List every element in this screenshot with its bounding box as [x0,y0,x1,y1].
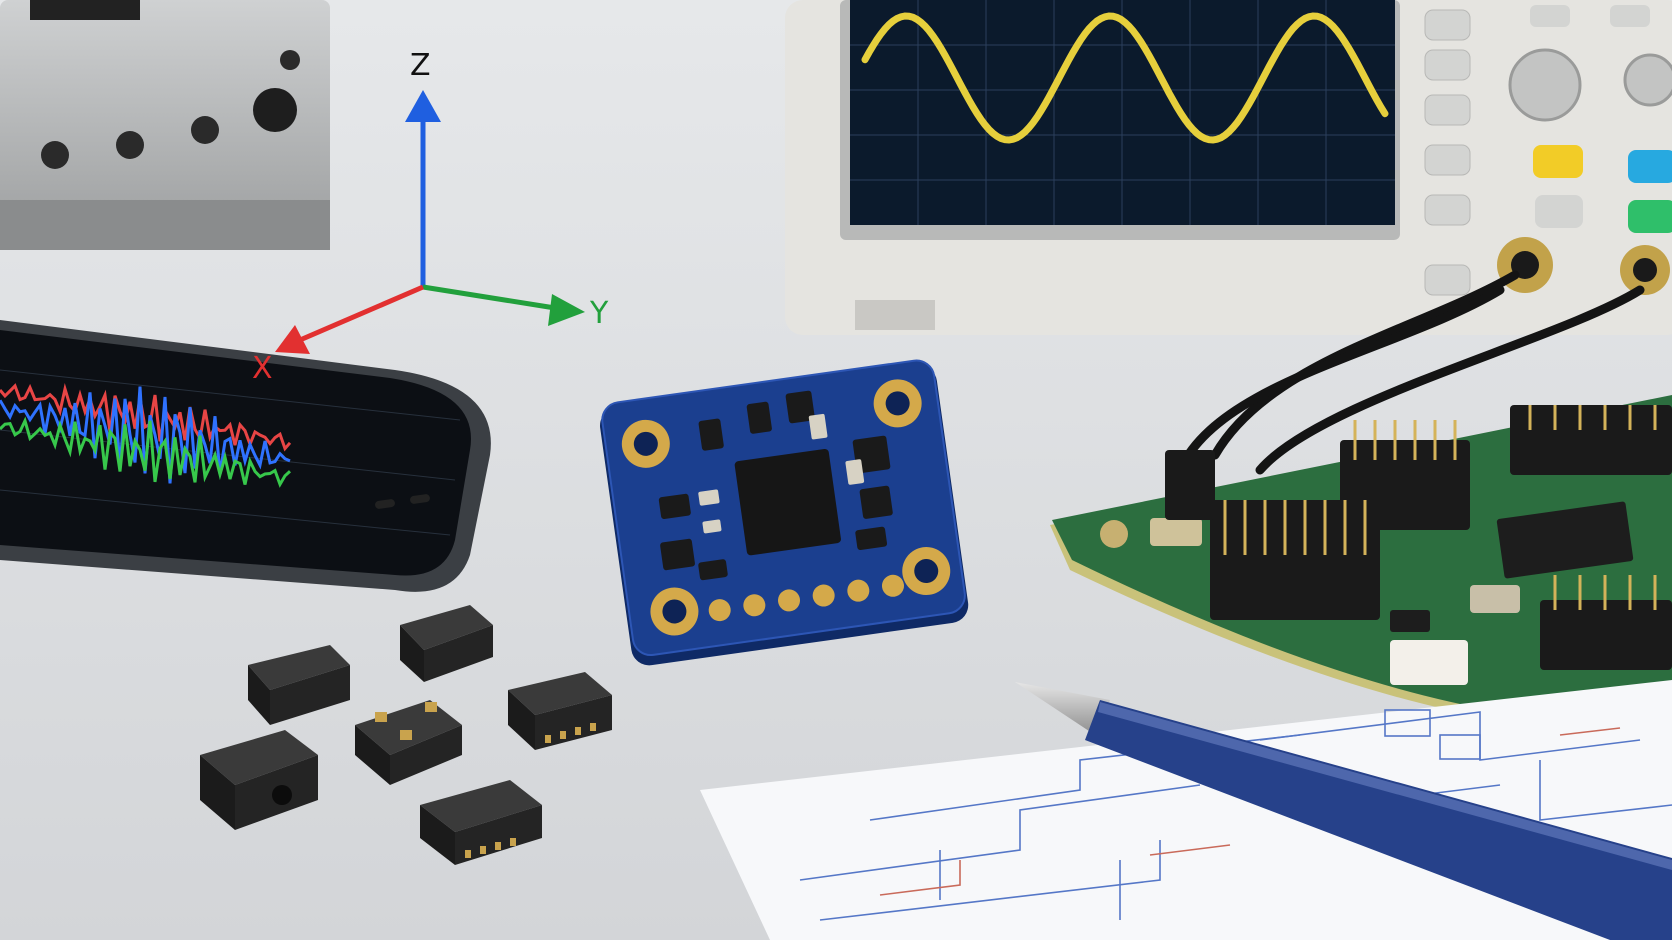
smd-capacitors [698,413,865,534]
phone-trace-green [0,416,292,488]
xyz-axes: Z Y X [252,48,609,386]
metal-block [0,0,330,250]
scope-knob [1508,48,1582,122]
y-axis-arrow [422,284,556,311]
z-arrowhead [405,90,441,122]
smd-components [658,390,893,581]
imu-chip [734,448,841,556]
x-axis-arrow [299,284,424,343]
mounting-hole [902,547,951,596]
chip-package [355,700,462,785]
header-pin-pads [708,574,904,622]
white-connector [1390,640,1468,685]
scope-yellow-button [1533,145,1583,178]
scope-knob-2 [1623,53,1672,107]
z-axis-label: Z [410,48,431,83]
chip-package [200,730,318,830]
microcontroller-chip [1496,501,1634,579]
header-pins [1223,405,1657,610]
chip-package [508,672,612,750]
pen-barrel [1085,700,1672,940]
smartphone [0,320,491,592]
pen-tip [1015,682,1110,735]
dev-board [1050,395,1672,720]
x-arrowhead [275,325,310,354]
ballpoint-pen [1015,682,1672,940]
y-axis-label: Y [589,296,609,331]
probe-cables [1175,270,1645,475]
x-axis-label: X [252,351,273,386]
scope-blue-button [1628,150,1672,183]
oscilloscope [785,0,1672,335]
mounting-hole [650,587,699,636]
y-arrowhead [548,294,585,326]
chip-package [420,780,542,865]
schematic-paper [700,680,1672,940]
phone-screen [0,330,471,576]
sine-waveform [861,12,1389,144]
phone-trace-blue [0,386,291,484]
imu-sensor-board [600,359,969,666]
sensor-chip-packages [200,605,612,865]
scope-green-button [1628,200,1672,233]
scope-side-buttons [1424,9,1471,296]
mounting-hole [873,379,922,428]
phone-trace-red [0,382,292,452]
chip-package [248,645,350,725]
mounting-hole [621,419,670,468]
chip-package [400,605,493,682]
